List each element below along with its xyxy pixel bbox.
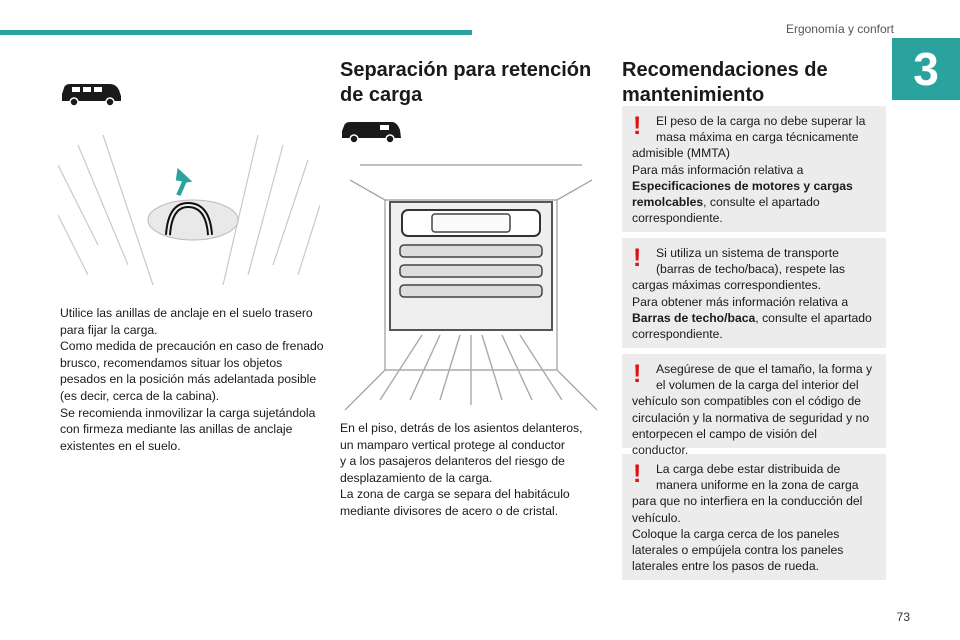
warning-2-line-1: Si utiliza un sistema de transporte [656, 246, 839, 260]
warning-4-line-3: para que no interfiera en la conducción … [632, 494, 863, 509]
left-line-2: para fijar la carga. [60, 322, 158, 337]
warning-1-bold-link: Especificaciones de motores y cargas rem… [632, 178, 853, 210]
warning-4-line-5: Coloque la carga cerca de los paneles [632, 526, 840, 541]
warning-box-load-distribution: ! La carga debe estar distribuida de man… [622, 454, 886, 580]
middle-line-6: mediante divisores de acero o de cristal… [340, 503, 559, 518]
left-line-3: Como medida de precaución en caso de fre… [60, 339, 324, 354]
warning-icon: ! [633, 244, 642, 272]
warning-3-line-2: el volumen de la carga del interior del [656, 378, 859, 393]
warning-4-line-4: vehículo. [632, 510, 681, 525]
warning-4-line-2: manera uniforme en la zona de carga [656, 478, 859, 493]
right-title-line-1: Recomendaciones de [622, 59, 828, 81]
warning-1-line-2: masa máxima en carga técnicamente [656, 130, 859, 145]
middle-title: Separación para retención de carga [340, 58, 605, 108]
warning-3-line-3: vehículo son compatibles con el código d… [632, 394, 861, 409]
warning-1-line-3: admisible (MMTA) [632, 146, 730, 161]
warning-2-line-4: Para obtener más información relativa a [632, 294, 849, 309]
left-line-1: Utilice las anillas de anclaje en el sue… [60, 306, 313, 320]
warning-3-line-1: Asegúrese de que el tamaño, la forma y [656, 362, 873, 376]
warning-3-line-4: circulación y la normativa de seguridad … [632, 410, 870, 425]
middle-title-line-1: Separación para retención [340, 59, 592, 81]
header-accent-bar [0, 30, 472, 35]
van-utility-icon [342, 122, 401, 144]
warning-2-after: , consulte el apartado correspondiente. [632, 310, 872, 342]
warning-3-line-5: entorpecen el campo de visión del conduc… [632, 426, 817, 458]
middle-line-4: desplazamiento de la carga. [340, 470, 493, 485]
section-title: Ergonomía y confort [785, 22, 894, 36]
right-title-line-2: mantenimiento [622, 84, 765, 106]
warning-box-load-weight: ! El peso de la carga no debe superar la… [622, 106, 886, 232]
warning-icon: ! [633, 112, 642, 140]
middle-body-text: En el piso, detrás de los asientos delan… [340, 420, 605, 520]
van-passenger-icon [62, 84, 121, 107]
warning-icon: ! [633, 460, 642, 488]
left-line-4: brusco, recomendamos situar los objetos [60, 355, 283, 370]
warning-2-bold-link: Barras de techo/baca [632, 310, 756, 325]
middle-title-line-2: de carga [340, 84, 423, 106]
middle-line-3: y a los pasajeros delanteros del riesgo … [340, 454, 565, 469]
right-title: Recomendaciones de mantenimiento [622, 58, 887, 108]
left-line-9: existentes en el suelo. [60, 438, 181, 453]
page-number: 73 [896, 610, 910, 624]
warning-2-line-3: cargas máximas correspondientes. [632, 278, 821, 293]
middle-line-5: La zona de carga se separa del habitácul… [340, 487, 570, 502]
warning-1-line-4: Para más información relativa a [632, 162, 804, 177]
warning-4-line-7: laterales entre los pasos de rueda. [632, 559, 819, 574]
warning-4-line-1: La carga debe estar distribuida de [656, 462, 841, 476]
middle-line-2: un mamparo vertical protege al conductor [340, 437, 565, 452]
warning-icon: ! [633, 360, 642, 388]
chapter-number-badge: 3 [892, 38, 960, 100]
left-body-text: Utilice las anillas de anclaje en el sue… [60, 305, 325, 454]
left-line-7: Se recomienda inmovilizar la carga sujet… [60, 405, 316, 420]
warning-1-after: , consulte el apartado correspondiente. [632, 195, 820, 226]
warning-box-roof-bars: ! Si utiliza un sistema de transporte (b… [622, 238, 886, 348]
middle-line-1: En el piso, detrás de los asientos delan… [340, 421, 583, 435]
warning-box-load-size: ! Asegúrese de que el tamaño, la forma y… [622, 354, 886, 457]
warning-2-line-2: (barras de techo/baca), respete las [656, 262, 846, 277]
floor-anchor-ring-illustration [58, 134, 320, 286]
warning-4-line-6: laterales o empújela contra los paneles [632, 543, 844, 558]
cargo-bulkhead-illustration [340, 160, 602, 415]
left-line-5: pesados en la posición más adelantada po… [60, 372, 317, 387]
warning-1-line-1: El peso de la carga no debe superar la [656, 114, 866, 128]
left-line-6: (es decir, cerca de la cabina). [60, 388, 220, 403]
left-line-8: con firmeza mediante las anillas de ancl… [60, 422, 293, 437]
